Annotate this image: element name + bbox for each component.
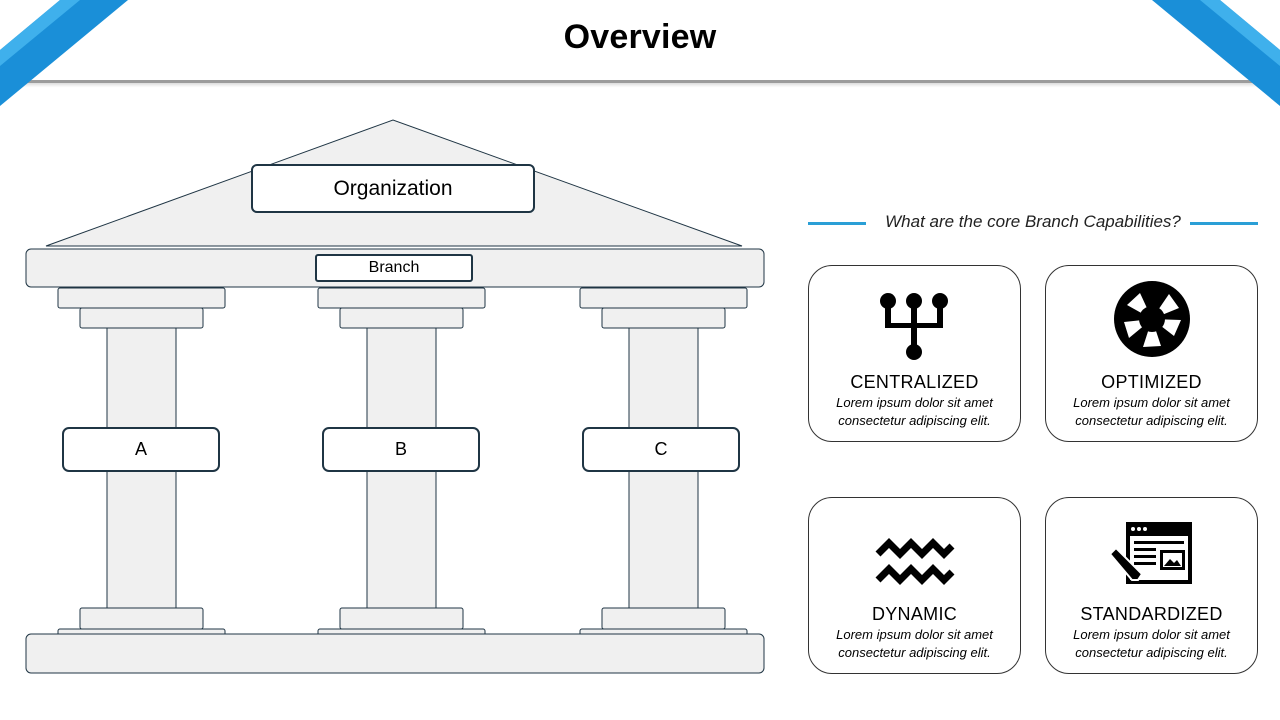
temple-foundation	[25, 633, 765, 674]
question-text: What are the core Branch Capabilities?	[885, 212, 1181, 231]
branch-label: Branch	[315, 254, 473, 282]
capabilities-question: What are the core Branch Capabilities?	[808, 212, 1258, 236]
zigzag-waves-icon	[809, 510, 1020, 592]
hierarchy-icon	[809, 278, 1020, 360]
aperture-icon	[1046, 278, 1257, 360]
card-centralized: CENTRALIZED Lorem ipsum dolor sit amet c…	[808, 265, 1021, 442]
browser-edit-icon	[1046, 510, 1257, 592]
pillar-label-a: A	[62, 427, 220, 472]
corner-ribbon-right	[1152, 0, 1280, 106]
card-description: Lorem ipsum dolor sit amet consectetur a…	[1073, 627, 1230, 660]
card-standardized: STANDARDIZED Lorem ipsum dolor sit amet …	[1045, 497, 1258, 674]
temple-diagram	[25, 119, 765, 674]
card-description: Lorem ipsum dolor sit amet consectetur a…	[1073, 395, 1230, 428]
card-title: OPTIMIZED	[1101, 372, 1202, 392]
card-title: STANDARDIZED	[1080, 604, 1223, 624]
card-description: Lorem ipsum dolor sit amet consectetur a…	[836, 627, 993, 660]
header-bar: Overview	[0, 0, 1280, 83]
pillar-label-c: C	[582, 427, 740, 472]
card-dynamic: DYNAMIC Lorem ipsum dolor sit amet conse…	[808, 497, 1021, 674]
card-description: Lorem ipsum dolor sit amet consectetur a…	[836, 395, 993, 428]
page-title: Overview	[563, 18, 717, 56]
card-title: DYNAMIC	[871, 604, 958, 624]
corner-ribbon-left	[0, 0, 128, 106]
card-title: CENTRALIZED	[850, 372, 979, 392]
divider-line-left	[808, 222, 866, 225]
divider-line-right	[1190, 222, 1258, 225]
organization-label: Organization	[251, 164, 535, 213]
card-optimized: OPTIMIZED Lorem ipsum dolor sit amet con…	[1045, 265, 1258, 442]
pillar-label-b: B	[322, 427, 480, 472]
